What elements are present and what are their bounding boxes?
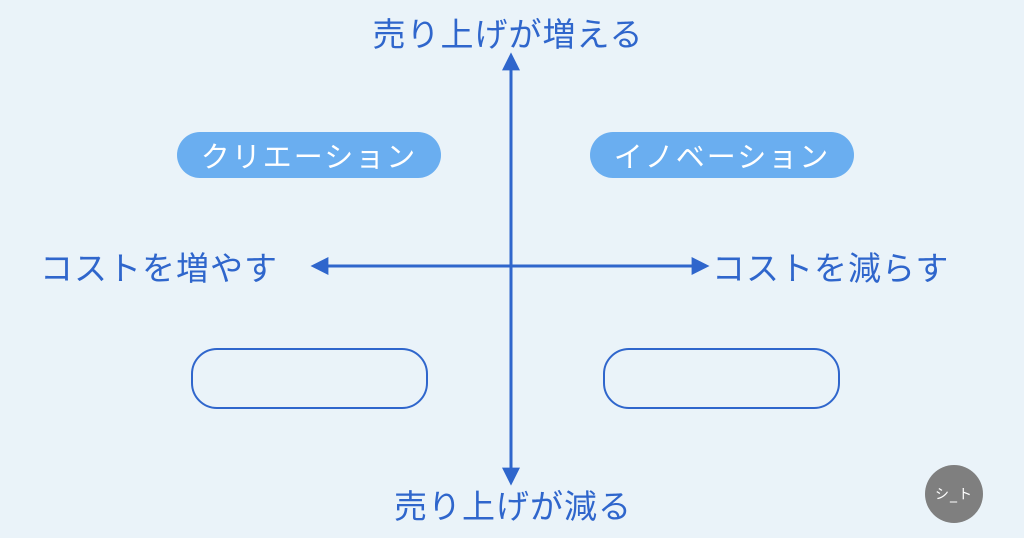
quadrant-innovation-pill: イノベーション xyxy=(590,132,854,178)
watermark-badge: シ_ト xyxy=(925,465,983,523)
axis-label-bottom: 売り上げが減る xyxy=(394,487,632,526)
quadrant-creation-pill: クリエーション xyxy=(177,132,441,178)
quadrant-lower-right-box xyxy=(603,348,840,409)
quadrant-lower-left-box xyxy=(191,348,428,409)
axis-label-left: コストを増やす xyxy=(40,249,278,288)
axis-label-right: コストを減らす xyxy=(712,249,950,288)
axis-label-top: 売り上げが増える xyxy=(372,15,644,54)
